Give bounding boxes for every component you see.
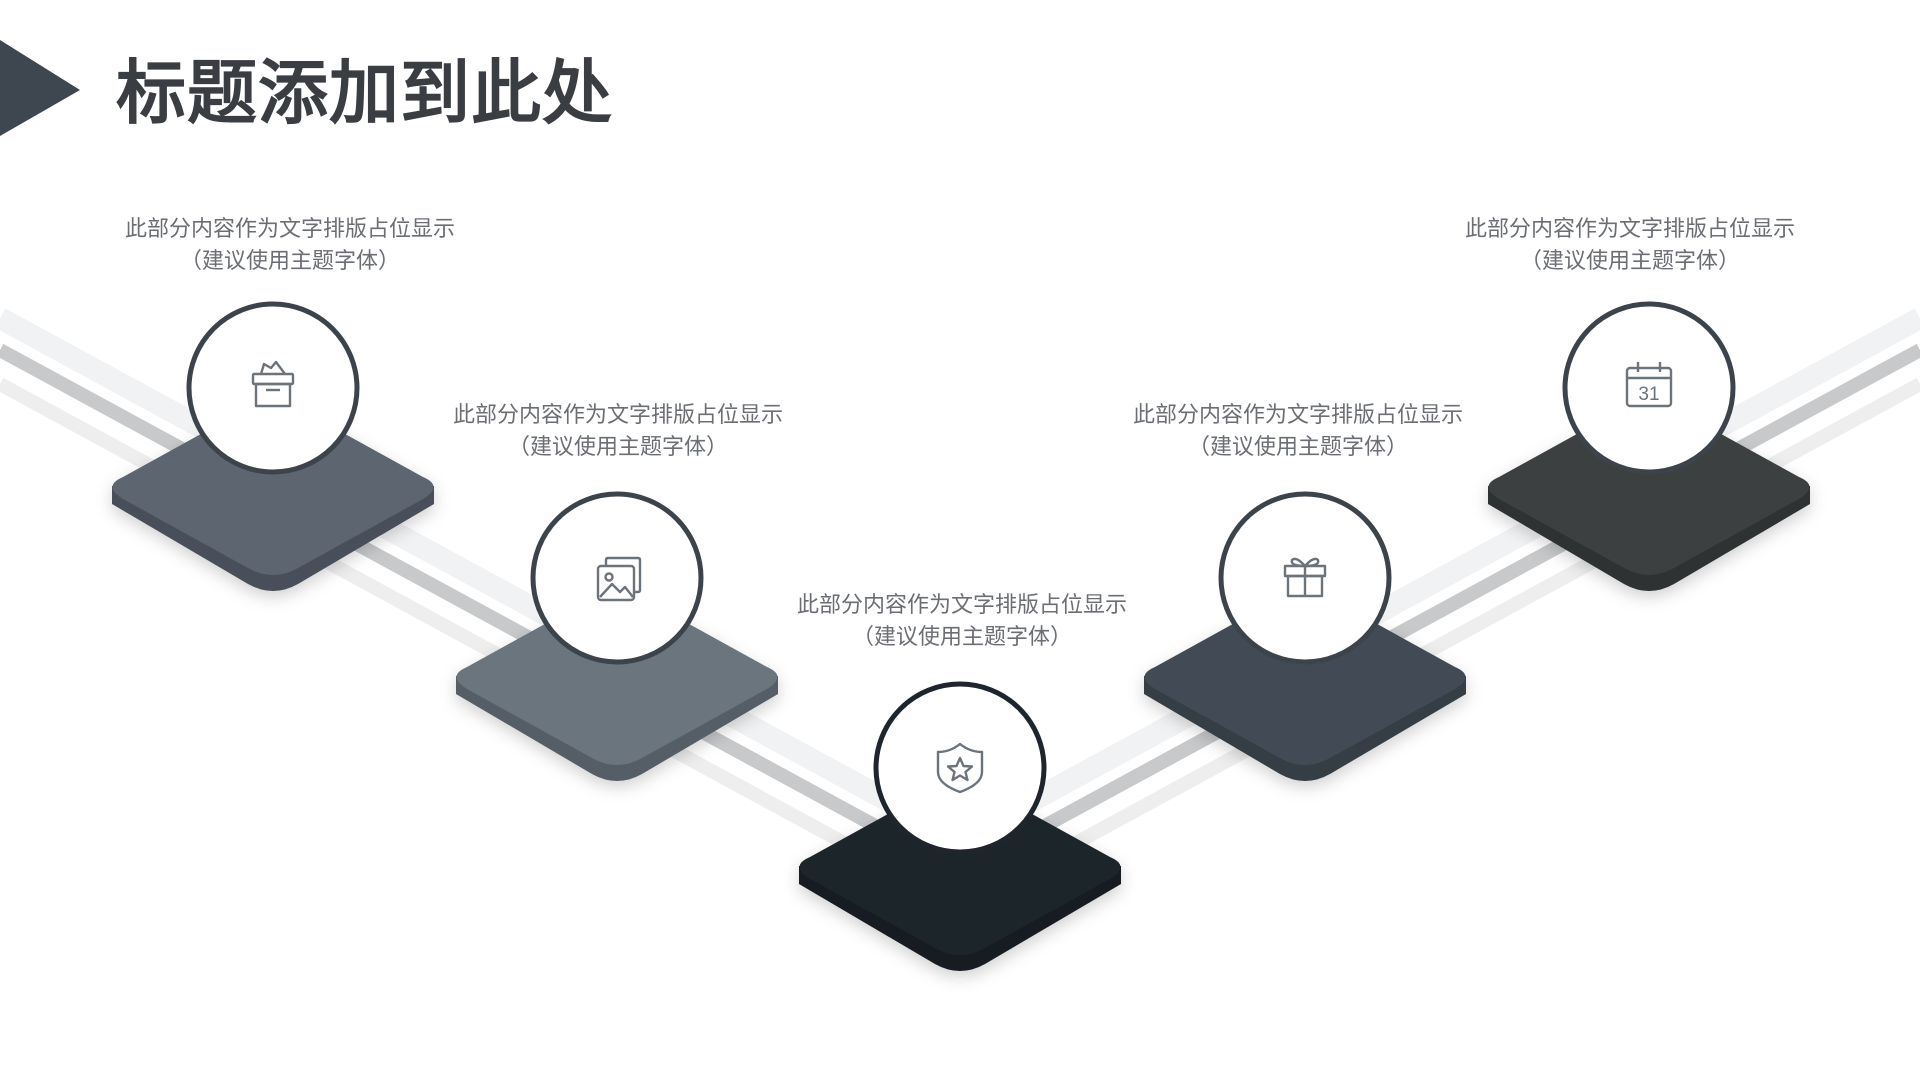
gift-icon [1283, 557, 1327, 598]
calendar-icon-day: 31 [1638, 384, 1659, 405]
step-4 [1144, 491, 1466, 781]
step-4-caption: 此部分内容作为文字排版占位显示 （建议使用主题字体） [1088, 400, 1508, 464]
step-3-circle [873, 681, 1047, 855]
step-5-caption: 此部分内容作为文字排版占位显示 （建议使用主题字体） [1420, 214, 1840, 278]
step-5-caption-line1: 此部分内容作为文字排版占位显示 [1464, 217, 1795, 242]
header-triangle-icon [0, 40, 80, 136]
step-2-caption-line2: （建议使用主题字体） [507, 435, 728, 460]
step-5: 31 [1488, 301, 1810, 591]
shield-star-icon [936, 742, 984, 794]
page-title: 标题添加到此处 [116, 52, 613, 134]
step-1-caption: 此部分内容作为文字排版占位显示 （建议使用主题字体） [80, 214, 500, 278]
step-4-caption-line1: 此部分内容作为文字排版占位显示 [1132, 403, 1463, 428]
step-2-platform [456, 591, 778, 781]
step-2-circle [530, 491, 704, 665]
step-1-circle [186, 301, 360, 475]
step-5-circle [1562, 301, 1736, 475]
step-3-caption-line1: 此部分内容作为文字排版占位显示 [796, 593, 1127, 618]
step-3-platform [799, 781, 1121, 971]
step-2-caption: 此部分内容作为文字排版占位显示 （建议使用主题字体） [408, 400, 828, 464]
step-4-platform [1144, 591, 1466, 781]
step-1 [112, 301, 434, 591]
step-1-platform [112, 401, 434, 591]
step-2 [456, 491, 778, 781]
step-1-caption-line1: 此部分内容作为文字排版占位显示 [124, 217, 455, 242]
step-1-caption-line2: （建议使用主题字体） [179, 249, 400, 274]
step-5-caption-line2: （建议使用主题字体） [1519, 249, 1740, 274]
archive-box-icon [251, 360, 295, 408]
step-3-caption-line2: （建议使用主题字体） [851, 625, 1072, 650]
image-gallery-icon [596, 556, 642, 602]
step-4-caption-line2: （建议使用主题字体） [1187, 435, 1408, 460]
step-3 [799, 681, 1121, 971]
step-2-caption-line1: 此部分内容作为文字排版占位显示 [452, 403, 783, 428]
step-3-caption: 此部分内容作为文字排版占位显示 （建议使用主题字体） [752, 590, 1172, 654]
calendar-icon [1625, 362, 1673, 408]
step-5-platform [1488, 401, 1810, 591]
